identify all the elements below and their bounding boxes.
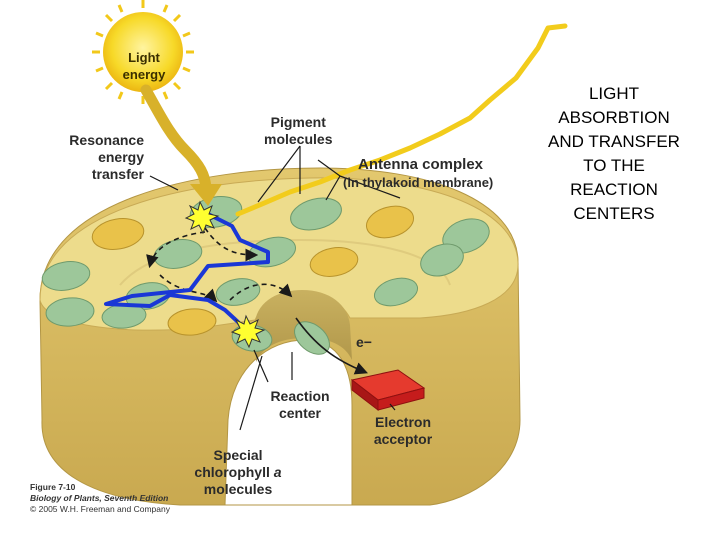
reaction-center-label: Reaction center <box>270 388 330 421</box>
light-ray <box>235 23 568 217</box>
pigment-molecule <box>365 205 415 239</box>
reaction-starburst-icon <box>230 314 266 349</box>
electron-acceptor-block <box>350 369 426 412</box>
energy-transfer-path <box>104 212 270 334</box>
electron-acceptor-label: Electron acceptor <box>373 414 433 447</box>
figure-caption: Figure 7-10 Biology of Plants, Seventh E… <box>30 482 170 515</box>
special-chlorophyll-line3: molecules <box>203 481 273 497</box>
pigment-molecule <box>290 197 342 231</box>
special-chlorophyll-a: a <box>273 464 282 480</box>
figure-book: Biology of Plants, Seventh Edition <box>30 493 169 503</box>
pigment-molecule <box>420 243 464 277</box>
pigment-molecules-label: Pigment molecules <box>264 114 333 147</box>
slide-title: LIGHT ABSORBTION AND TRANSFER TO THE REA… <box>548 84 680 223</box>
electron-label: e− <box>356 334 372 350</box>
antenna-complex-sublabel: (in thylakoid membrane) <box>343 175 494 190</box>
label-leader-lines <box>149 145 401 431</box>
excitation-starburst-icon <box>184 200 220 235</box>
pigment-molecule <box>167 308 217 336</box>
pigment-molecule <box>309 247 359 277</box>
figure-copyright: © 2005 W.H. Freeman and Company <box>30 504 170 514</box>
special-chlorophyll-line1: Special <box>213 447 263 463</box>
figure-number: Figure 7-10 <box>30 482 76 492</box>
pigment-molecule <box>373 277 419 307</box>
resonance-energy-transfer-label: Resonance energy transfer <box>69 132 144 182</box>
light-energy-arrowhead <box>190 184 222 206</box>
antenna-complex-label: Antenna complex <box>358 156 484 173</box>
pigment-molecule <box>91 218 145 250</box>
sun-icon <box>92 0 194 104</box>
light-energy-label: Light energy <box>122 50 166 82</box>
electron-transfer-arrow <box>295 317 368 375</box>
special-chlorophyll-line2: chlorophyll <box>194 464 274 480</box>
resonance-transfer-arrows <box>146 227 293 303</box>
pigment-molecule <box>41 261 91 291</box>
light-energy-arrow <box>140 84 212 194</box>
pigment-molecule <box>45 297 95 327</box>
pigment-molecules <box>41 196 490 355</box>
